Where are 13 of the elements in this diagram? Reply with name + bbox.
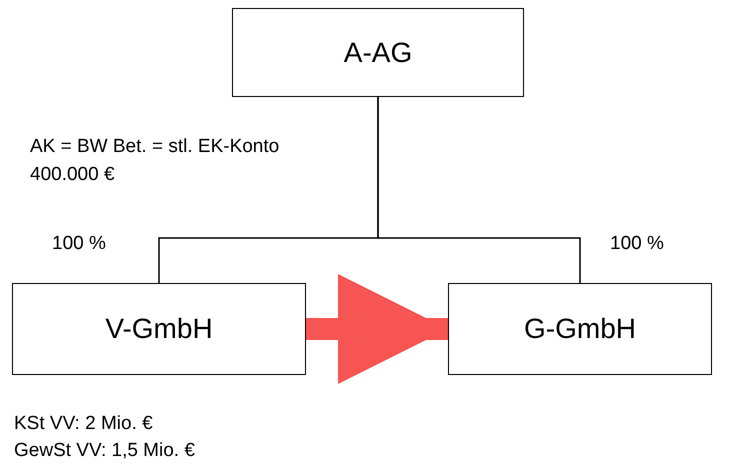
share-label: 100 % — [610, 232, 664, 256]
connector-line — [377, 97, 581, 283]
share-label: 100 % — [52, 232, 106, 256]
block-arrow — [306, 274, 448, 384]
note-text: AK = BW Bet. = stl. EK-Konto 400.000 € — [30, 135, 280, 187]
entity-name: V-GmbH — [105, 313, 213, 345]
entity-box — [448, 283, 712, 375]
note-text: GewSt VV: 1,5 Mio. € — [14, 439, 195, 463]
note-text: KSt VV: 2 Mio. € — [14, 412, 153, 436]
entity-box — [232, 8, 524, 97]
entity-name: A-AG — [344, 36, 412, 68]
entity-box — [12, 283, 306, 375]
entity-name: G-GmbH — [524, 313, 636, 345]
